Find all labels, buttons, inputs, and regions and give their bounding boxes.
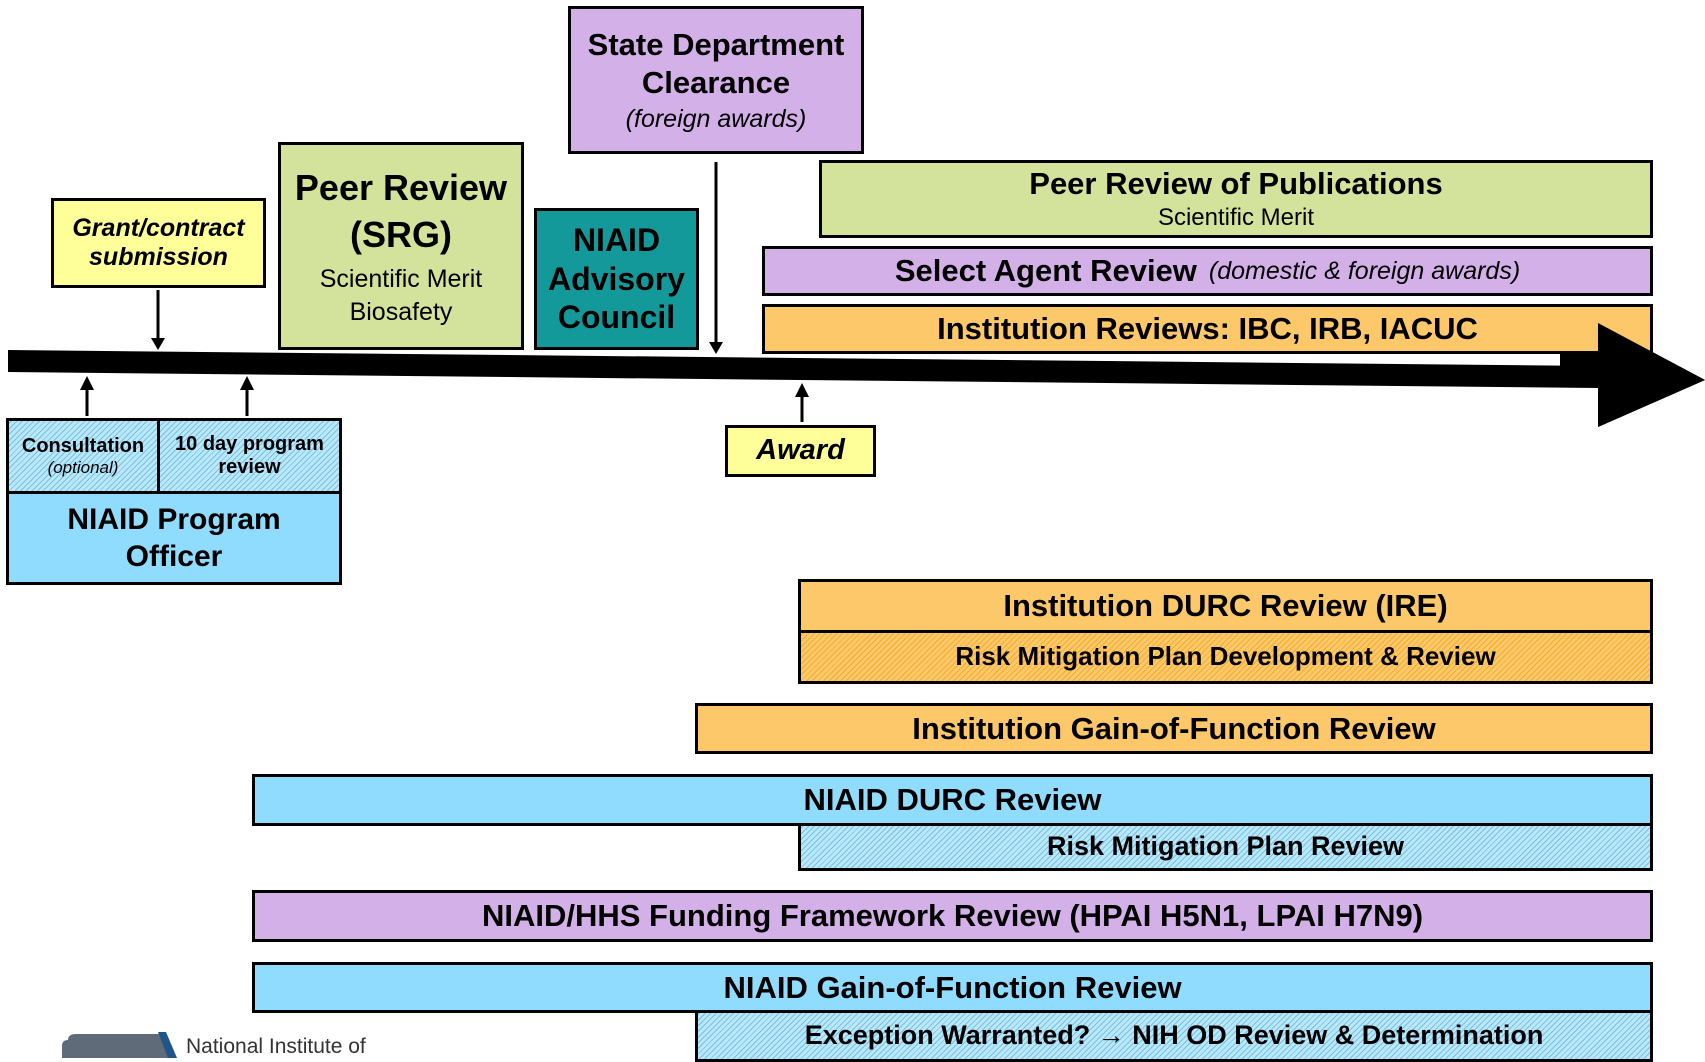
- niaid-durc-label: NIAID DURC Review: [803, 782, 1102, 818]
- institution-gof-bar: Institution Gain-of-Function Review: [695, 703, 1653, 754]
- risk-mitigation-review-bar: Risk Mitigation Plan Review: [798, 823, 1653, 871]
- peer-review-srg-box: Peer Review (SRG) Scientific Merit Biosa…: [278, 142, 524, 350]
- consultation-title: Consultation: [21, 434, 145, 457]
- logo-text: National Institute of: [186, 1035, 366, 1058]
- institution-gof-label: Institution Gain-of-Function Review: [912, 710, 1436, 746]
- advisory-council-label: NIAID Advisory Council: [548, 222, 685, 336]
- institution-durc-label: Institution DURC Review (IRE): [1003, 588, 1448, 624]
- niaid-durc-bar: NIAID DURC Review: [252, 774, 1653, 826]
- publications-title: Peer Review of Publications: [1029, 166, 1443, 202]
- state-clearance-subtitle: (foreign awards): [625, 104, 807, 133]
- funding-framework-label: NIAID/HHS Funding Framework Review (HPAI…: [481, 898, 1424, 934]
- risk-mitigation-dev-bar: Risk Mitigation Plan Development & Revie…: [798, 630, 1653, 684]
- niaid-gof-label: NIAID Gain-of-Function Review: [723, 969, 1182, 1005]
- institution-reviews-bar: Institution Reviews: IBC, IRB, IACUC: [762, 304, 1653, 354]
- program-review-label: 10 day program review: [175, 433, 324, 478]
- risk-mitigation-review-label: Risk Mitigation Plan Review: [1046, 831, 1405, 862]
- state-clearance-title: State Department Clearance: [587, 27, 845, 100]
- risk-mitigation-dev-label: Risk Mitigation Plan Development & Revie…: [955, 641, 1496, 672]
- funding-framework-bar: NIAID/HHS Funding Framework Review (HPAI…: [252, 890, 1653, 942]
- award-box: Award: [725, 425, 876, 477]
- peer-review-publications-bar: Peer Review of Publications Scientific M…: [819, 160, 1653, 238]
- publications-subtitle: Scientific Merit: [1157, 204, 1315, 232]
- program-officer-label: NIAID Program Officer: [67, 502, 281, 574]
- advisory-council-box: NIAID Advisory Council: [534, 208, 699, 350]
- peer-review-title: Peer Review (SRG): [294, 167, 508, 256]
- consultation-subtitle: (optional): [47, 457, 119, 477]
- institution-reviews-label: Institution Reviews: IBC, IRB, IACUC: [937, 311, 1478, 347]
- peer-review-line1: Scientific Merit: [319, 265, 483, 294]
- grant-submission-label: Grant/contract submission: [72, 214, 245, 271]
- select-agent-title: Select Agent Review: [894, 253, 1197, 289]
- program-review-box: 10 day program review: [157, 418, 342, 494]
- nih-logo-icon: [62, 1032, 177, 1058]
- state-clearance-box: State Department Clearance (foreign awar…: [568, 6, 864, 154]
- peer-review-line2: Biosafety: [349, 297, 453, 326]
- program-officer-box: NIAID Program Officer: [6, 491, 342, 585]
- select-agent-subtitle: (domestic & foreign awards): [1208, 256, 1521, 285]
- award-label: Award: [756, 434, 845, 467]
- select-agent-bar: Select Agent Review (domestic & foreign …: [762, 246, 1653, 296]
- niaid-gof-bar: NIAID Gain-of-Function Review: [252, 962, 1653, 1013]
- grant-submission-box: Grant/contract submission: [51, 198, 266, 288]
- exception-bar: Exception Warranted? → NIH OD Review & D…: [695, 1010, 1653, 1062]
- exception-label: Exception Warranted? → NIH OD Review & D…: [804, 1020, 1544, 1050]
